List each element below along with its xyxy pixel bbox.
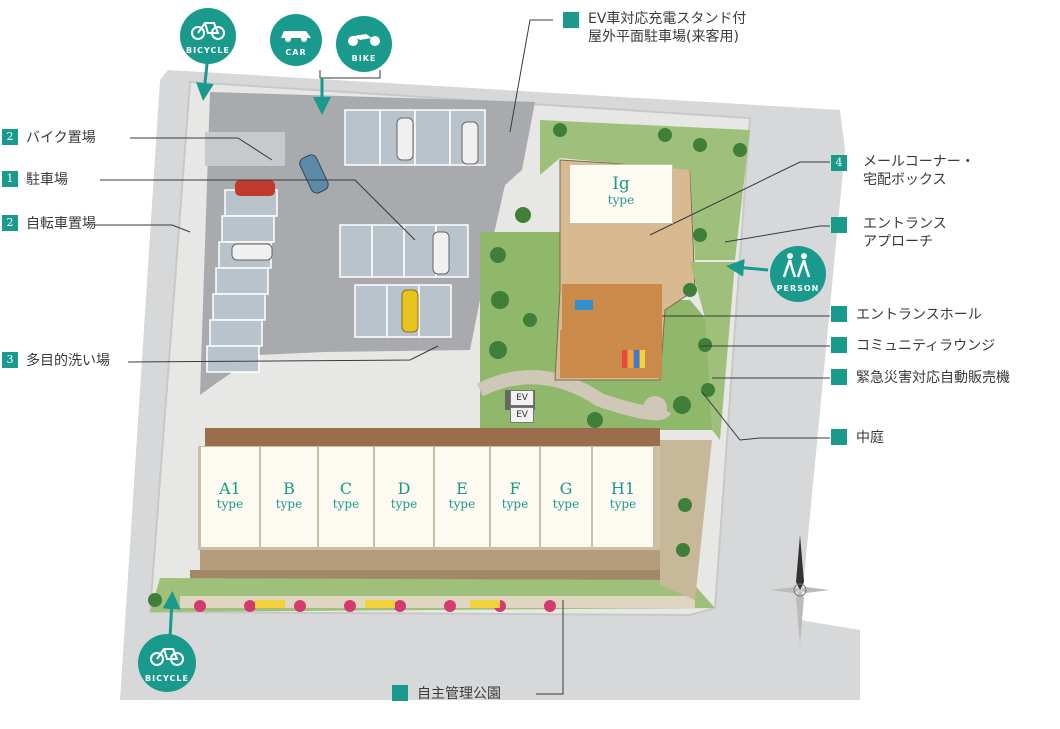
upper-garden xyxy=(540,120,750,260)
motorbike-icon xyxy=(348,34,380,46)
unit-ig-type: type xyxy=(607,193,635,207)
label-entrance-hall-marker xyxy=(831,306,847,322)
unit-d-type: type xyxy=(390,497,418,511)
bicycle-badge-text-top: BICYCLE xyxy=(186,46,230,55)
bicycle-badge-text-bottom: BICYCLE xyxy=(145,674,189,683)
car-icon xyxy=(281,31,311,42)
unit-d-name: D xyxy=(397,479,411,498)
unit-g-name: G xyxy=(559,479,573,498)
south-balcony xyxy=(200,550,660,570)
label-park: 自主管理公園 xyxy=(392,685,501,703)
south-terrace xyxy=(190,570,670,580)
unit-c-type: type xyxy=(332,497,360,511)
bicycle-icon xyxy=(191,22,225,40)
community-lounge-floor xyxy=(560,330,662,378)
label-vending-machine-marker xyxy=(831,369,847,385)
leader-lines xyxy=(95,19,830,695)
label-bicycle-parking-text: 自転車置場 xyxy=(26,216,96,232)
label-entrance-hall: エントランスホール xyxy=(831,306,982,324)
bicycle-icon xyxy=(150,648,184,666)
bicycle-entry-badge-top: BICYCLE xyxy=(180,8,236,64)
label-wash-area: 3 多目的洗い場 xyxy=(2,352,110,370)
bike-parking-area xyxy=(205,132,285,166)
yellow-flowerbeds xyxy=(255,600,500,608)
label-bicycle-parking: 2 自転車置場 xyxy=(2,215,96,233)
label-community-lounge: コミュニティラウンジ xyxy=(831,337,995,355)
label-bike-parking-number: 2 xyxy=(2,129,18,145)
label-entrance-approach-marker xyxy=(831,217,847,233)
elevator-1: EV xyxy=(510,390,534,406)
label-ev-parking: EV車対応充電スタンド付 屋外平面駐車場(来客用) xyxy=(563,10,746,46)
person-entry-badge: PERSON xyxy=(770,246,826,302)
label-wash-area-number: 3 xyxy=(2,352,18,368)
unit-b-type: type xyxy=(275,497,303,511)
label-bike-parking: 2 バイク置場 xyxy=(2,129,96,147)
label-bicycle-parking-number: 2 xyxy=(2,215,18,231)
label-entrance-approach-line2: アプローチ xyxy=(863,234,933,250)
label-community-lounge-marker xyxy=(831,337,847,353)
lounge-shelf xyxy=(622,350,645,368)
elevator-2: EV xyxy=(510,407,534,423)
unit-g-type: type xyxy=(552,497,580,511)
label-car-parking: 1 駐車場 xyxy=(2,171,68,189)
parked-cars xyxy=(231,117,479,333)
entry-arrows xyxy=(162,54,769,639)
label-mail-corner-line1: メールコーナー・ xyxy=(863,154,975,170)
unit-ig-name: Ig xyxy=(612,174,630,194)
unit-e-name: E xyxy=(456,479,468,498)
trees xyxy=(148,123,747,607)
label-mail-corner-line2: 宅配ボックス xyxy=(863,172,947,188)
label-bike-parking-text: バイク置場 xyxy=(26,130,96,146)
label-mail-corner: 4 メールコーナー・ 宅配ボックス xyxy=(831,153,975,189)
unit-a1-name: A1 xyxy=(219,479,241,498)
label-vending-machine: 緊急災害対応自動販売機 xyxy=(831,369,1010,387)
unit-h1-type: type xyxy=(609,497,637,511)
label-wash-area-text: 多目的洗い場 xyxy=(26,353,110,369)
label-park-marker xyxy=(392,685,408,701)
car-entry-badge: CAR xyxy=(270,14,322,66)
label-entrance-approach: エントランス アプローチ xyxy=(831,215,947,251)
unit-h1-name: H1 xyxy=(610,479,636,498)
right-garden xyxy=(690,262,735,440)
label-courtyard: 中庭 xyxy=(831,429,884,447)
bike-entry-badge: BIKE xyxy=(336,16,392,72)
label-mail-corner-number: 4 xyxy=(831,155,847,171)
unit-c-name: C xyxy=(339,479,353,498)
unit-f-name: F xyxy=(509,479,521,498)
label-park-text: 自主管理公園 xyxy=(417,686,501,702)
label-ev-parking-line1: EV車対応充電スタンド付 xyxy=(588,11,747,27)
label-car-parking-number: 1 xyxy=(2,171,18,187)
label-courtyard-marker xyxy=(831,429,847,445)
label-community-lounge-text: コミュニティラウンジ xyxy=(856,338,996,354)
unit-b-name: B xyxy=(283,479,295,498)
label-courtyard-text: 中庭 xyxy=(856,430,884,446)
bike-badge-text: BIKE xyxy=(351,54,377,63)
label-entrance-approach-line1: エントランス xyxy=(863,216,947,232)
label-ev-parking-marker xyxy=(563,12,579,28)
label-entrance-hall-text: エントランスホール xyxy=(856,307,982,323)
label-car-parking-text: 駐車場 xyxy=(26,172,68,188)
residential-corridor xyxy=(205,428,660,446)
compass-icon xyxy=(770,535,830,645)
bicycle-entry-badge-bottom: BICYCLE xyxy=(138,634,196,692)
label-ev-parking-line2: 屋外平面駐車場(来客用) xyxy=(588,29,739,45)
unit-f-type: type xyxy=(501,497,529,511)
car-badge-text: CAR xyxy=(285,48,307,57)
walking-people-icon xyxy=(782,253,811,278)
unit-a1-type: type xyxy=(216,497,244,511)
east-lawn xyxy=(660,440,712,600)
unit-e-type: type xyxy=(448,497,476,511)
label-vending-machine-text: 緊急災害対応自動販売機 xyxy=(856,370,1010,386)
person-badge-text: PERSON xyxy=(776,284,820,293)
